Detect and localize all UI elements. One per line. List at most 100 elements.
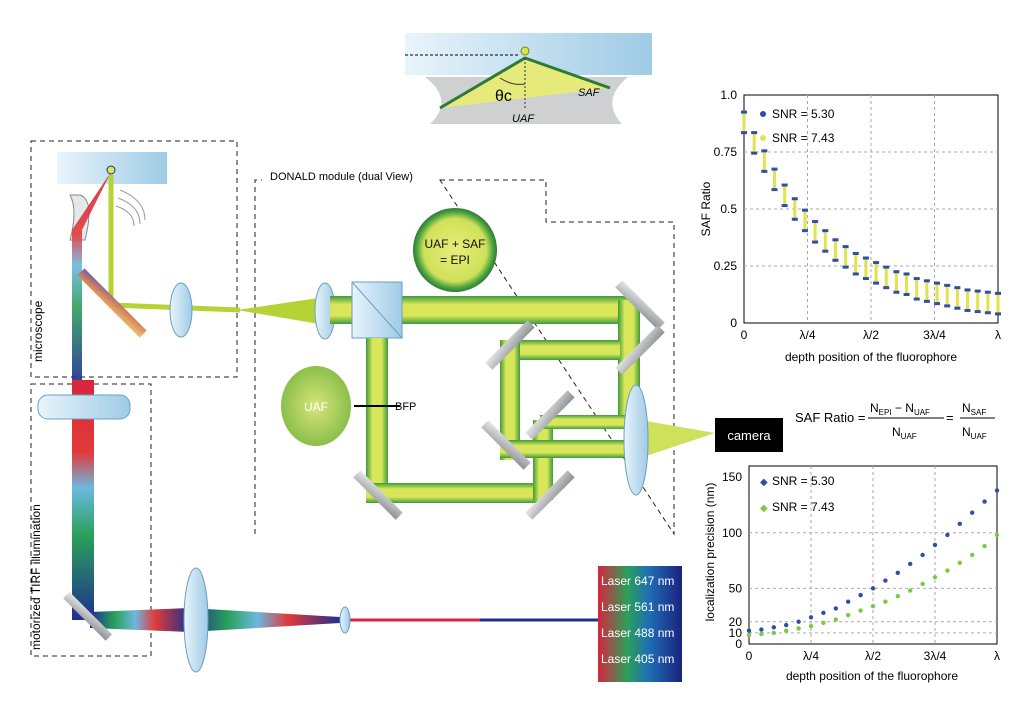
uaf-pupil-label: UAF [304, 400, 328, 414]
donald-module: DONALD module (dual View) BFP UAF + SAF … [237, 171, 783, 536]
chart2-ytick: 20 [729, 615, 743, 629]
donald-label: DONALD module (dual View) [270, 171, 413, 183]
chart1-cap-bottom [934, 302, 941, 306]
chart2-point-series-1 [833, 606, 838, 611]
mirror-6 [353, 470, 403, 520]
laser-561-label: Laser 561 nm [601, 600, 674, 614]
chart2-point-series-1 [858, 592, 863, 598]
chart1-cap-bottom [741, 131, 747, 135]
uaf-pupil [281, 366, 351, 446]
chart2-point-series-2 [883, 599, 888, 604]
uaf-beam [366, 338, 388, 498]
chart1-cap-top [934, 281, 941, 285]
chart1-cap-top [751, 131, 758, 135]
chart2-ytick: 150 [722, 470, 742, 484]
expander-lens-large [183, 567, 209, 673]
fluorophore-dot [520, 46, 530, 56]
chart2-point-series-1 [932, 542, 938, 548]
chart2-point-series-2 [746, 632, 752, 638]
chart1-cap-top [913, 277, 920, 281]
epi-label: = EPI [440, 253, 470, 267]
chart1-cap-top [801, 208, 808, 212]
svg-text:NEPI − NUAF: NEPI − NUAF [870, 401, 930, 417]
chart2-point-series-1 [908, 561, 913, 567]
chart2-point-series-2 [833, 617, 838, 622]
chart2-point-series-1 [796, 619, 801, 624]
illumination-beam-vertical [72, 380, 94, 620]
chart2-point-series-2 [945, 568, 950, 573]
chart1-xtick: λ/4 [799, 328, 815, 342]
chart2-point-series-1 [746, 628, 752, 633]
chart1-legend-marker-2 [760, 135, 766, 141]
chart1-ytick: 0 [730, 316, 737, 330]
chart1-cap-top [923, 279, 930, 283]
chart1-cap-bottom [923, 299, 930, 303]
tirf-module: motorized TIRF illumination [29, 380, 598, 673]
chart2-ytick: 0 [735, 637, 742, 651]
chart1-cap-bottom [761, 169, 768, 173]
chart2-xtick: λ/2 [865, 649, 881, 663]
dichroic-mirror [77, 268, 147, 338]
chart1-cap-bottom [822, 249, 829, 253]
tirf-lens [37, 394, 131, 420]
chart2-ytick: 100 [722, 526, 742, 540]
chart1-cap-top [812, 220, 819, 224]
chart1-cap-bottom [893, 290, 900, 294]
chart1-cap-top [984, 290, 991, 294]
chart1-cap-bottom [964, 308, 971, 312]
chart1-ytick: 1.0 [720, 88, 737, 102]
svg-text:NUAF: NUAF [892, 425, 917, 441]
chart2-point-series-1 [808, 615, 814, 620]
chart2-point-series-1 [870, 586, 876, 591]
chart2-point-series-2 [994, 532, 1000, 538]
svg-text:NUAF: NUAF [962, 425, 987, 441]
sample-dot [106, 165, 116, 175]
theta-c-label: θc [495, 88, 512, 105]
chart2-xtick: 3λ/4 [924, 649, 947, 663]
chart1-cap-bottom [862, 277, 869, 281]
chart2-point-series-1 [759, 627, 764, 632]
svg-text:NSAF: NSAF [962, 401, 986, 417]
chart1-ytick: 0.5 [720, 202, 737, 216]
camera-label: camera [727, 428, 771, 443]
chart1-cap-bottom [771, 188, 778, 192]
chart2-point-series-1 [920, 552, 925, 558]
chart1-cap-bottom [954, 306, 961, 310]
mirror-3 [485, 320, 535, 370]
chart2-point-series-1 [970, 510, 975, 515]
chart2-point-series-2 [821, 620, 826, 626]
chart2-point-series-1 [994, 488, 1000, 493]
chart2-point-series-2 [982, 543, 987, 549]
chart2-legend-marker-1: ◆ [760, 477, 768, 488]
chart1-cap-top [832, 238, 839, 242]
chart1-cap-top [842, 245, 849, 249]
chart1-legend-1: SNR = 5.30 [772, 107, 835, 121]
chart1-cap-top [954, 286, 961, 290]
chart1-cap-bottom [842, 265, 849, 269]
chart1-cap-bottom [974, 310, 981, 314]
svg-text:=: = [946, 410, 954, 425]
chart2-ylabel: localization precision (nm) [703, 483, 717, 622]
chart1-cap-top [883, 265, 890, 269]
camera-box [715, 418, 783, 452]
mirror-4 [525, 390, 575, 440]
chart2-point-series-1 [945, 532, 950, 538]
chart1-ytick: 0.25 [714, 259, 738, 273]
chart2-ytick: 50 [729, 581, 743, 595]
mirror-2 [615, 325, 665, 375]
camera-lens [623, 384, 649, 496]
chart2-point-series-1 [883, 578, 888, 583]
chart2-point-series-2 [796, 626, 801, 631]
chart1-cap-bottom [984, 311, 991, 315]
chart1-cap-bottom [781, 204, 788, 208]
chart1-ylabel: SAF Ratio [699, 181, 713, 236]
uaf-inset-label: UAF [512, 113, 535, 125]
tirf-label: motorized TIRF illumination [29, 504, 43, 650]
chart2-point-series-2 [908, 588, 913, 593]
chart1-cap-top [873, 261, 880, 265]
laser-405-label: Laser 405 nm [601, 652, 674, 666]
laser-488-label: Laser 488 nm [601, 626, 674, 640]
chart1-cap-top [995, 291, 1001, 295]
